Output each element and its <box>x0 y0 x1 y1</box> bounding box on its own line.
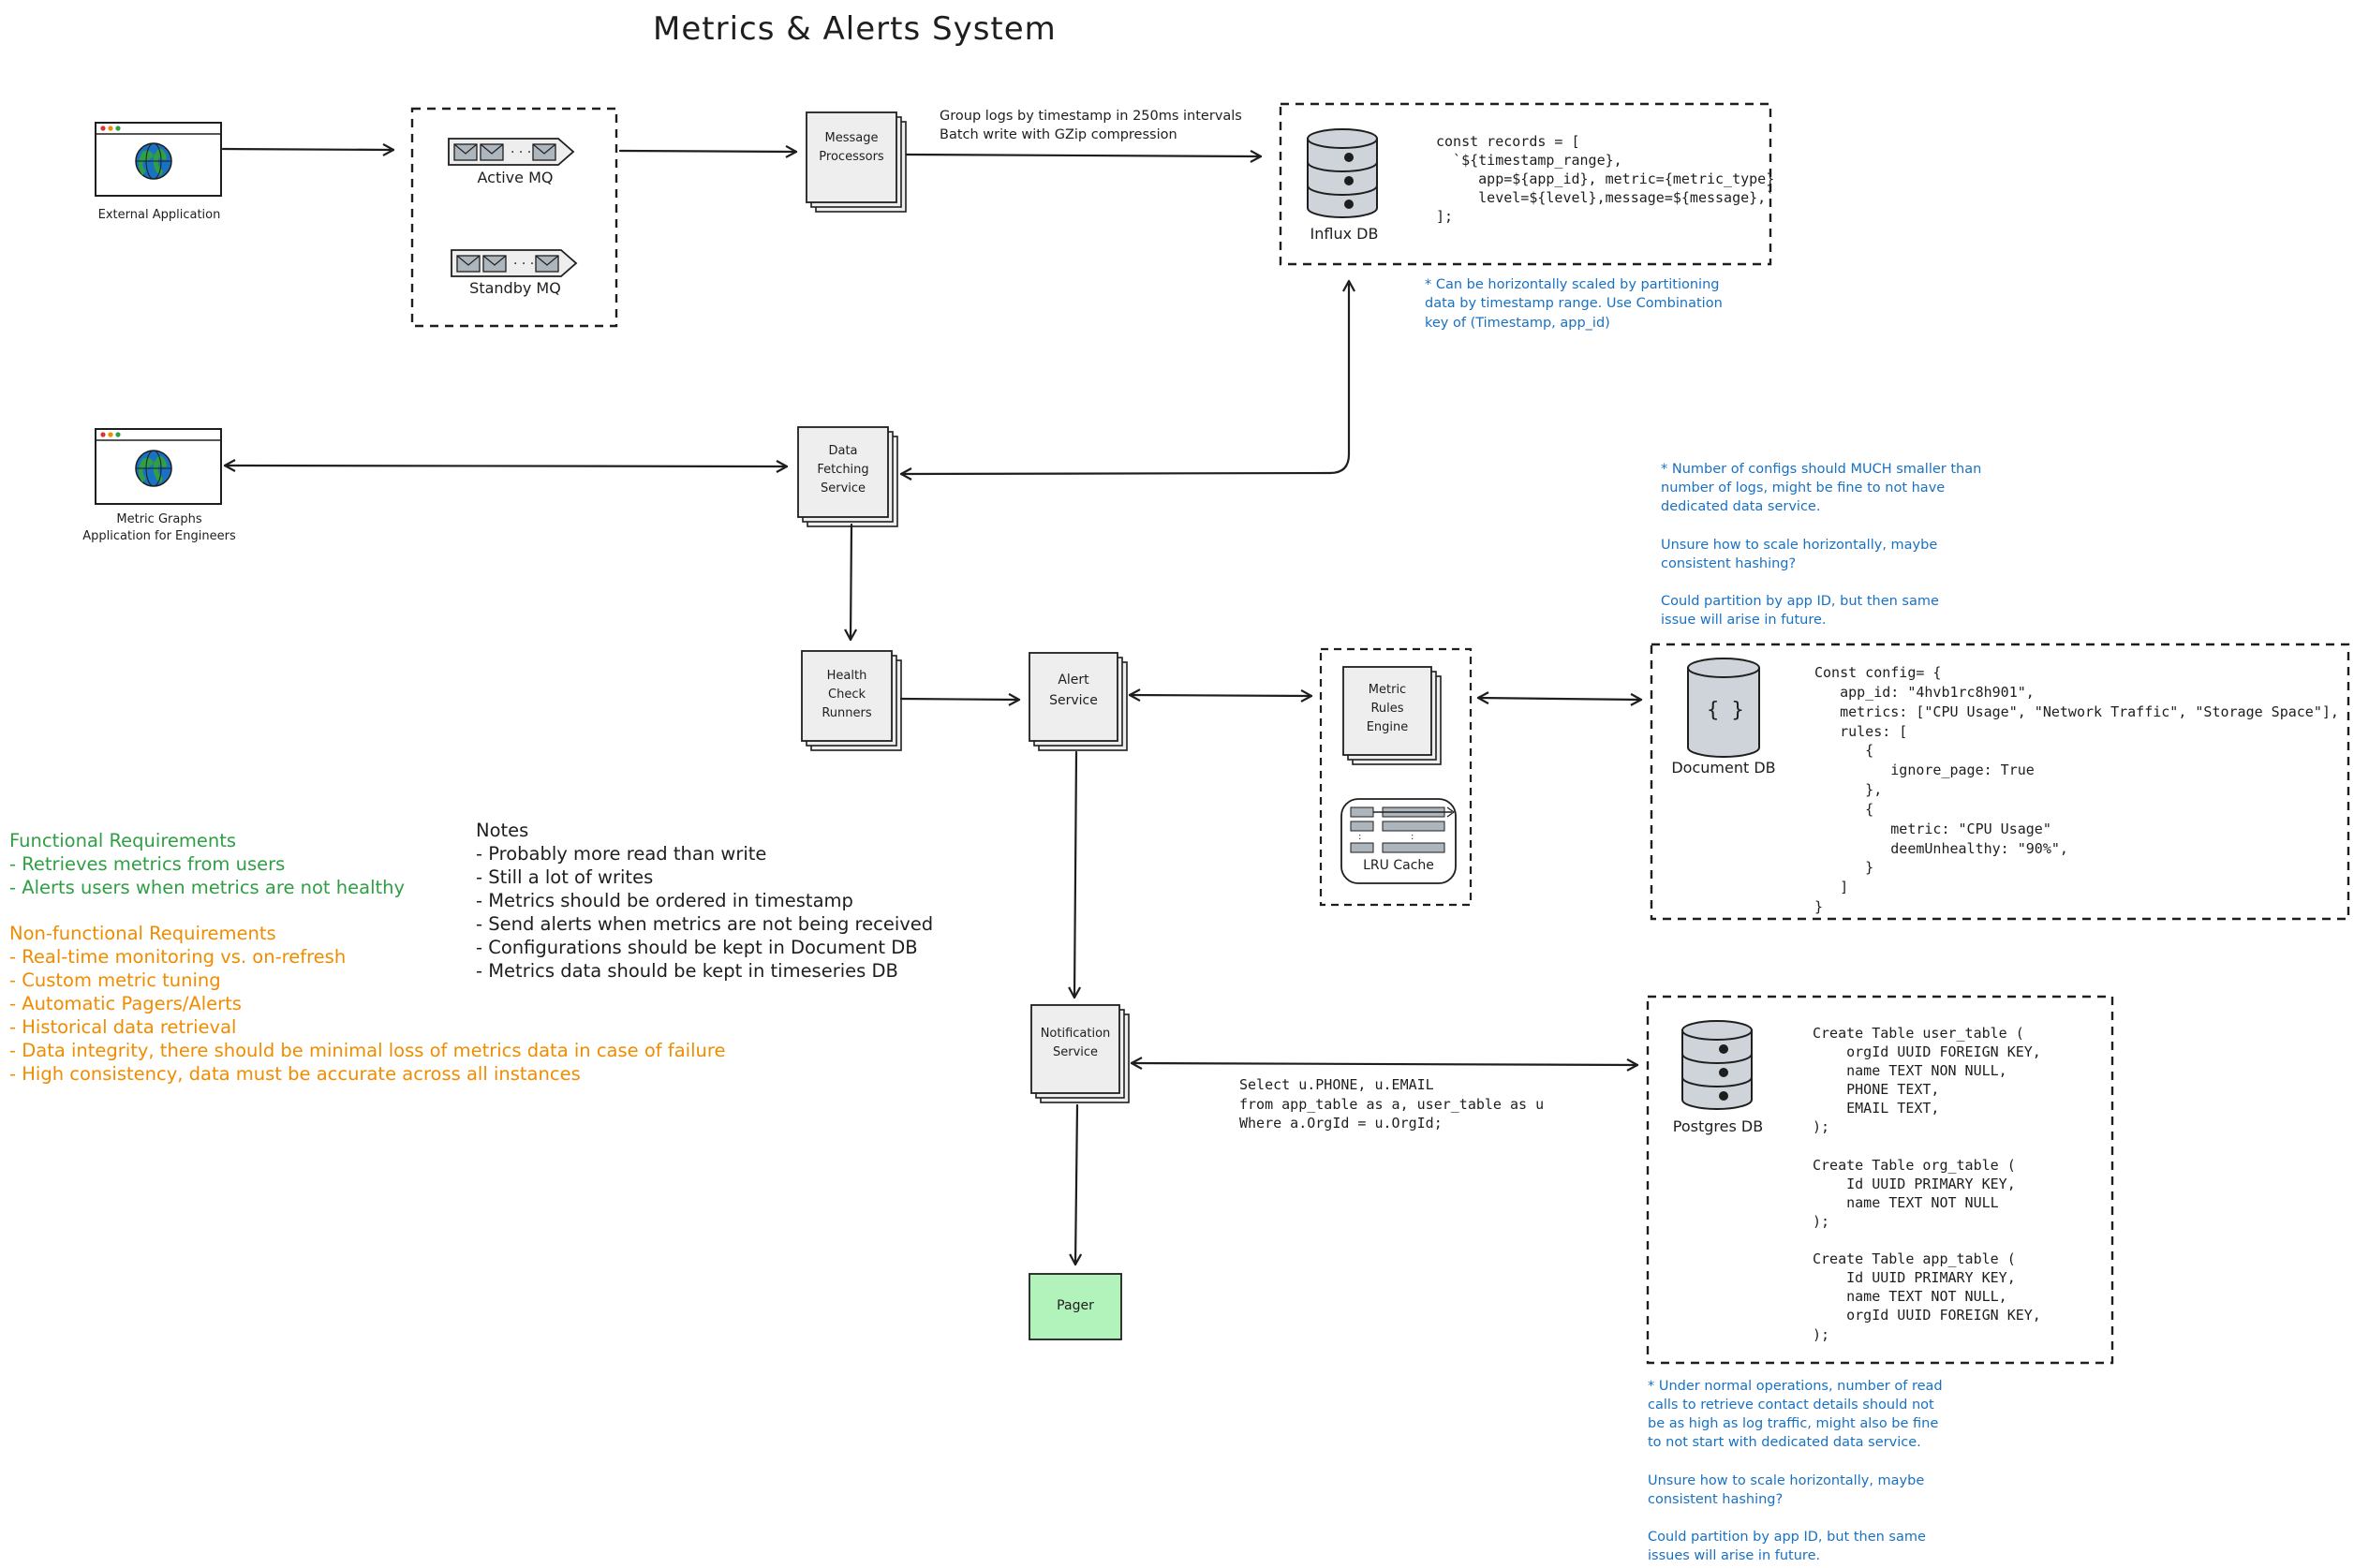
lru-cache-label: LRU Cache <box>1363 858 1434 873</box>
notification-service-box <box>1030 1004 1130 1103</box>
metric-rules-engine-box <box>1342 666 1442 765</box>
postgres-db-icon <box>1681 1020 1753 1110</box>
influx-group-border <box>1279 102 1772 266</box>
nonfunctional-requirement-item: - Custom metric tuning <box>9 969 221 991</box>
document-db-note: * Number of configs should MUCH smaller … <box>1661 462 1982 629</box>
functional-requirement-item: - Retrieves metrics from users <box>9 853 286 875</box>
message-processors-label: Message Processors <box>819 131 884 165</box>
pager-label: Pager <box>1057 1298 1094 1313</box>
nonfunctional-requirement-item: - Real-time monitoring vs. on-refresh <box>9 946 347 968</box>
svg-text::: : <box>1411 832 1414 842</box>
influx-arrow-note: Group logs by timestamp in 250ms interva… <box>940 109 1242 142</box>
functional-requirement-item: - Alerts users when metrics are not heal… <box>9 877 406 898</box>
notes-item: - Send alerts when metrics are not being… <box>476 913 934 935</box>
metric-rules-engine-label: Metric Rules Engine <box>1366 683 1409 735</box>
metric-graphs-application-window <box>95 428 222 505</box>
postgres-query: Select u.PHONE, u.EMAIL from app_table a… <box>1239 1076 1545 1132</box>
svg-text:· · ·: · · · <box>513 257 534 272</box>
nonfunctional-requirement-item: - Automatic Pagers/Alerts <box>9 993 242 1014</box>
arrow-alert-rules-engine <box>1128 688 1313 703</box>
nonfunctional-requirements-title: Non-functional Requirements <box>9 923 276 944</box>
alert-service-box <box>1029 652 1128 751</box>
postgres-note: * Under normal operations, number of rea… <box>1648 1379 1943 1564</box>
notes-item: - Configurations should be kept in Docum… <box>476 937 918 958</box>
arrow-notification-postgres <box>1130 1057 1639 1072</box>
metric-graphs-application-label: Metric Graphs Application for Engineers <box>82 512 236 544</box>
nonfunctional-requirement-item: - Data integrity, there should be minima… <box>9 1040 726 1061</box>
pager-box <box>1029 1273 1122 1340</box>
notification-service-label: Notification Service <box>1040 1027 1111 1060</box>
notes-item: - Probably more read than write <box>476 843 767 865</box>
arrow-notification-to-pager <box>1069 1103 1083 1266</box>
arrow-rules-document-db <box>1476 691 1643 706</box>
health-check-runners-label: Health Check Runners <box>822 669 872 721</box>
document-db-group-border <box>1650 643 2350 921</box>
influx-note: * Can be horizontally scaled by partitio… <box>1425 277 1723 331</box>
lru-cache-icon: : : <box>1340 798 1457 884</box>
rules-group-border <box>1319 647 1473 907</box>
globe-icon <box>135 450 172 487</box>
influx-code: const records = [ `${timestamp_range}, a… <box>1436 133 1775 225</box>
document-db-icon <box>1687 658 1760 758</box>
active-mq-label: Active MQ <box>477 169 554 186</box>
message-processors-box <box>806 111 907 213</box>
page-title: Metrics & Alerts System <box>653 10 1057 48</box>
arrow-processors-to-influx <box>905 149 1263 163</box>
standby-mq-label: Standby MQ <box>469 279 561 297</box>
arrow-alert-to-notification <box>1068 750 1082 999</box>
data-fetching-service-label: Data Fetching Service <box>817 444 869 496</box>
postgres-group-border <box>1646 995 2114 1365</box>
nonfunctional-requirement-item: - Historical data retrieval <box>9 1016 237 1038</box>
alert-service-label: Alert Service <box>1049 673 1098 708</box>
arrow-health-to-alert <box>899 692 1021 706</box>
globe-icon <box>135 142 172 180</box>
notes-title: Notes <box>476 820 529 841</box>
svg-text:· · ·: · · · <box>511 145 531 160</box>
notes-item: - Metrics data should be kept in timeser… <box>476 960 898 982</box>
notes-item: - Still a lot of writes <box>476 866 654 888</box>
data-fetching-service-box <box>797 426 898 527</box>
postgres-db-label: Postgres DB <box>1672 1117 1764 1135</box>
document-db-code: Const config= { app_id: "4hvb1rc8h901", … <box>1814 664 2339 916</box>
external-application-window <box>95 122 222 197</box>
arrow-data-fetching-to-influx <box>899 279 1355 481</box>
document-db-label: Document DB <box>1671 759 1776 777</box>
standby-mq-icon: · · · <box>451 249 578 277</box>
external-application-label: External Application <box>97 208 221 222</box>
document-db-icon-text: { } <box>1707 699 1744 722</box>
influx-db-icon <box>1307 128 1378 218</box>
mq-group-border <box>410 107 618 328</box>
health-check-runners-box <box>801 650 902 751</box>
nonfunctional-requirement-item: - High consistency, data must be accurat… <box>9 1063 581 1085</box>
svg-text::: : <box>1358 832 1361 842</box>
postgres-code: Create Table user_table ( orgId UUID FOR… <box>1813 1025 2041 1343</box>
notes-item: - Metrics should be ordered in timestamp <box>476 890 853 911</box>
active-mq-icon: · · · <box>448 138 575 166</box>
arrow-external-to-mq <box>221 142 395 156</box>
arrow-mq-to-processors <box>618 144 798 158</box>
functional-requirements-title: Functional Requirements <box>9 830 237 851</box>
influx-db-label: Influx DB <box>1310 225 1379 243</box>
